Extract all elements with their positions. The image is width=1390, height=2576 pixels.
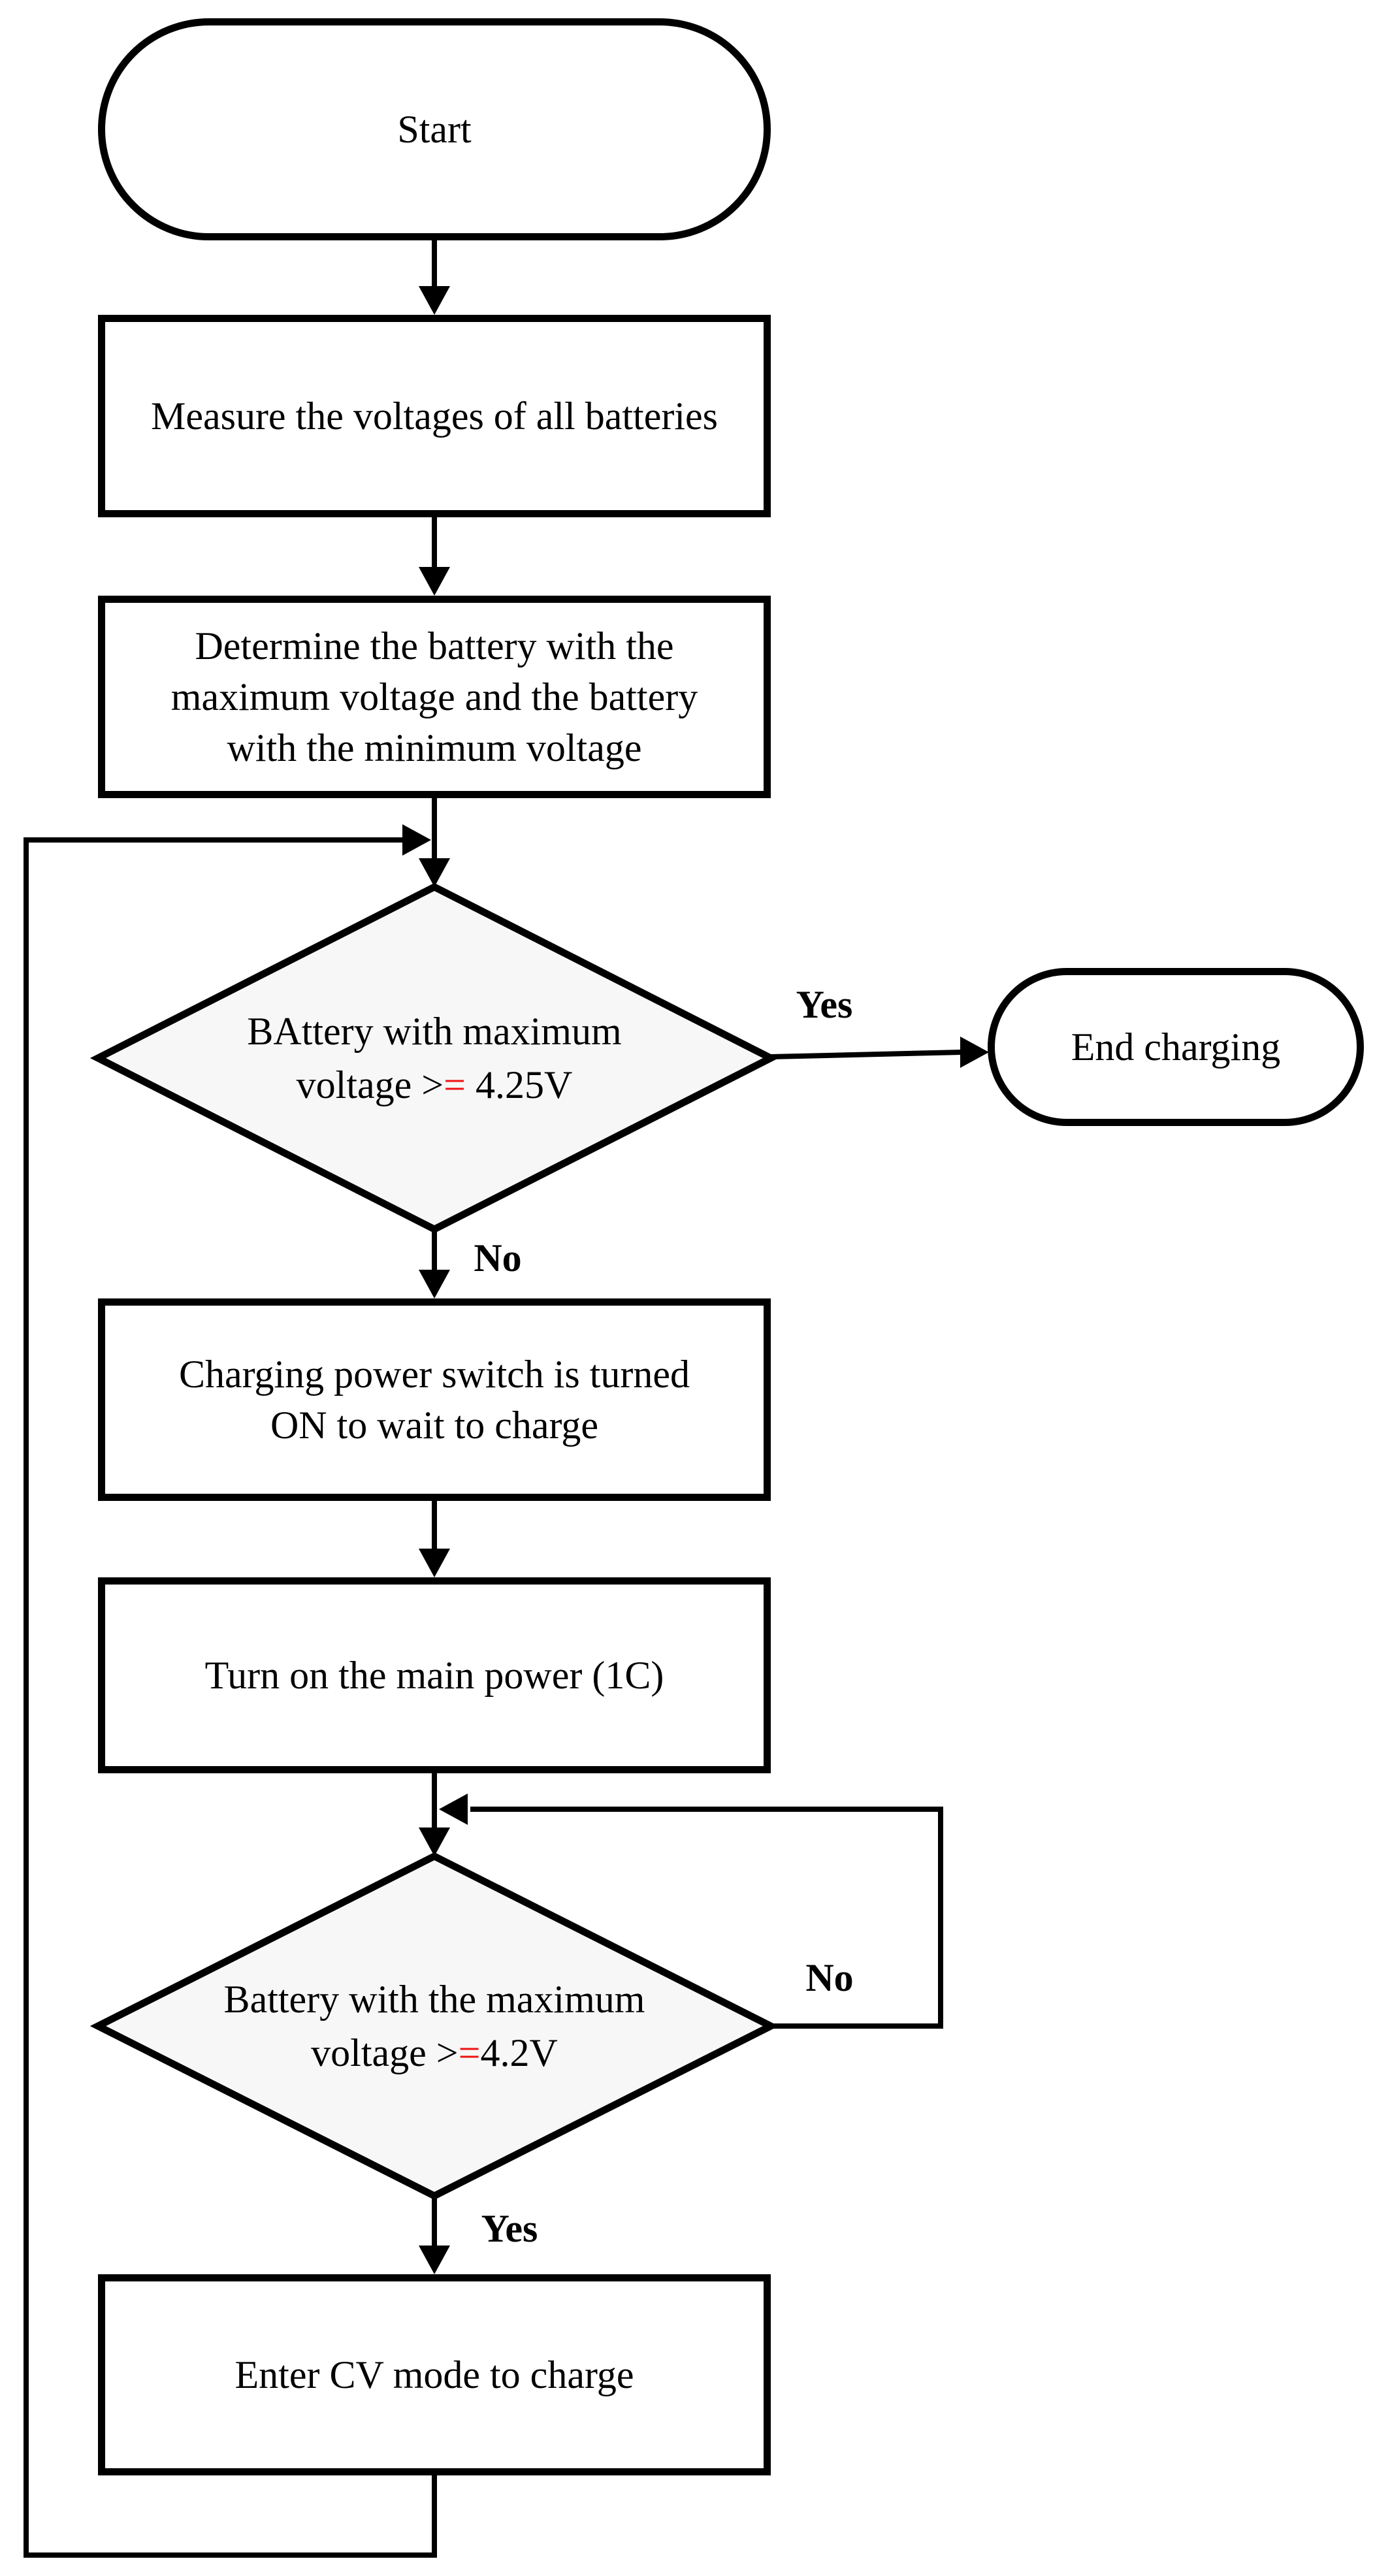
process-enter-cv: Enter CV mode to charge — [98, 2274, 771, 2475]
edge-cv-feedback-loop — [24, 837, 437, 2558]
determine-line-3: with the minimum voltage — [227, 726, 642, 769]
label-no-decision1: No — [474, 1236, 522, 1280]
decision2-line2-before: voltage > — [311, 2031, 459, 2074]
edge-decision1-yes-to-end — [770, 1050, 962, 1059]
start-label: Start — [397, 108, 472, 151]
process-charging-switch: Charging power switch is turned ON to wa… — [98, 1298, 771, 1501]
arrowhead-noloop-return — [439, 1794, 468, 1825]
enter-cv-label: Enter CV mode to charge — [234, 2353, 634, 2396]
decision1-line2-after: 4.25V — [465, 1063, 573, 1106]
decision2-line2-after: 4.2V — [480, 2031, 558, 2074]
decision1-line-1: BAttery with maximum — [247, 1010, 622, 1053]
arrowhead-into-switch — [419, 1270, 450, 1298]
process-main-power: Turn on the main power (1C) — [98, 1577, 771, 1773]
arrowhead-feedback-return — [402, 824, 431, 856]
charging-switch-line-1: Charging power switch is turned — [178, 1353, 690, 1396]
determine-line-2: maximum voltage and the battery — [170, 675, 698, 718]
end-charging-label: End charging — [1071, 1025, 1281, 1069]
edge-decision2-no-loop — [470, 1807, 943, 2029]
decision2-line-2: voltage >=4.2V — [121, 2026, 748, 2080]
arrowhead-into-decision2 — [419, 1827, 450, 1856]
arrowhead-into-decision1 — [419, 858, 450, 887]
process-measure-voltages: Measure the voltages of all batteries — [98, 315, 771, 517]
decision2-line-1: Battery with the maximum — [223, 1978, 645, 2021]
decision1-line-2: voltage >= 4.25V — [147, 1058, 722, 1112]
start-terminator: Start — [98, 18, 771, 240]
decision-diamond-4-25v — [89, 882, 779, 1234]
determine-line-1: Determine the battery with the — [195, 624, 674, 668]
decision1-text: BAttery with maximum voltage >= 4.25V — [147, 1005, 722, 1112]
arrowhead-into-cv — [419, 2246, 450, 2274]
label-no-decision2: No — [805, 1956, 854, 1999]
arrowhead-into-mainpower — [419, 1549, 450, 1577]
main-power-label: Turn on the main power (1C) — [204, 1654, 664, 1697]
decision1-line2-before: voltage > — [296, 1063, 444, 1106]
process-measure-label: Measure the voltages of all batteries — [150, 394, 718, 438]
arrowhead-into-end-charging — [960, 1037, 989, 1068]
decision2-red-equals: = — [458, 2031, 481, 2074]
decision2-text: Battery with the maximum voltage >=4.2V — [121, 1972, 748, 2080]
decision-diamond-4-2v — [89, 1852, 779, 2200]
process-determine-max-min: Determine the battery with the maximum v… — [98, 596, 771, 798]
label-yes-decision1: Yes — [796, 983, 853, 1026]
charging-switch-line-2: ON to wait to charge — [270, 1404, 599, 1447]
arrowhead-into-determine — [419, 567, 450, 596]
end-charging-terminator: End charging — [988, 968, 1364, 1126]
arrowhead-into-measure — [419, 286, 450, 315]
label-yes-decision2: Yes — [481, 2207, 538, 2250]
decision1-red-equals: = — [444, 1063, 466, 1106]
